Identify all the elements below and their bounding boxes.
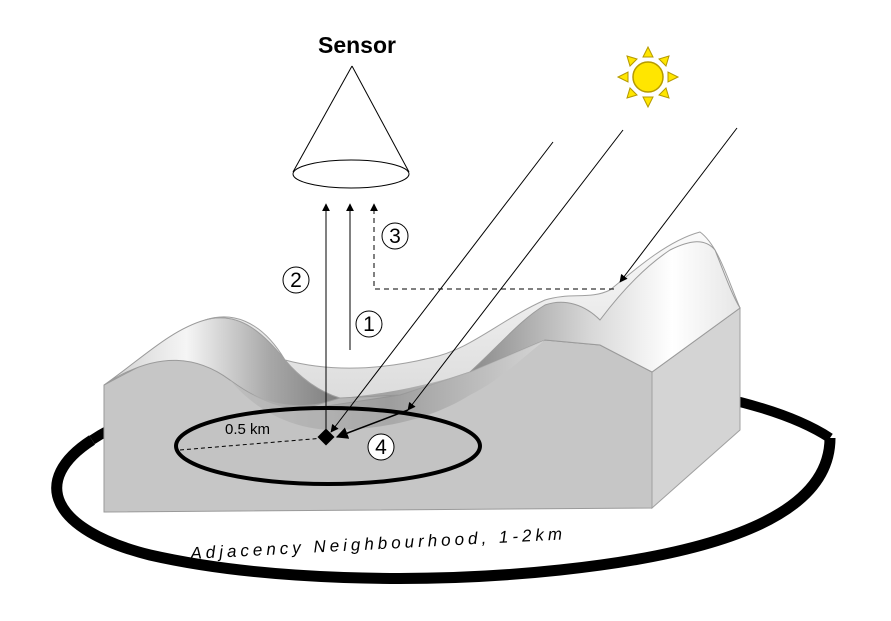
solar-ray-1 xyxy=(330,141,554,433)
solar-ray-2 xyxy=(407,129,624,411)
sensor-cone-icon xyxy=(292,65,410,189)
adjacency-ring-front xyxy=(51,435,836,584)
solar-ray-3 xyxy=(619,127,738,283)
path-3-arrow xyxy=(370,203,614,290)
svg-text:2: 2 xyxy=(290,269,302,292)
sun-icon xyxy=(616,45,680,109)
path-label-3: 3 xyxy=(381,222,409,250)
sensor-label: Sensor xyxy=(318,32,396,58)
target-pixel-icon xyxy=(317,428,335,446)
path-label-4: 4 xyxy=(367,433,395,461)
path-label-1: 1 xyxy=(355,310,383,338)
path-label-2: 2 xyxy=(282,266,310,294)
inner-radius-ellipse xyxy=(174,406,482,486)
neighbourhood-label: Adjacency Neighbourhood, 1-2km xyxy=(189,524,567,563)
svg-text:1: 1 xyxy=(363,313,375,336)
adjacency-arrow xyxy=(335,409,409,439)
svg-text:3: 3 xyxy=(389,225,401,248)
terrain-right-hill xyxy=(469,241,741,373)
svg-text:4: 4 xyxy=(375,436,387,459)
radius-label: 0.5 km xyxy=(225,421,270,438)
radius-line xyxy=(179,437,325,451)
